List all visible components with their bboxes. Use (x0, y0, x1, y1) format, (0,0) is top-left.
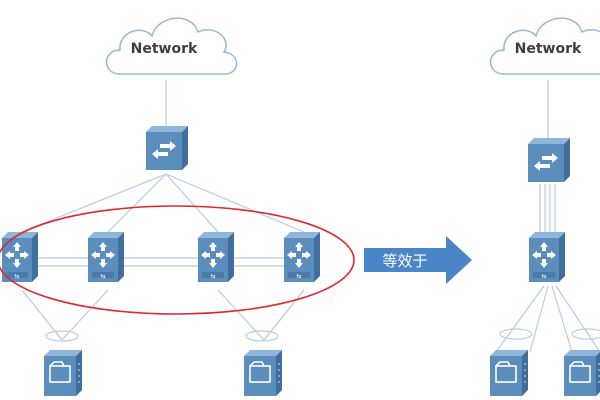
link-bundle-ellipse (245, 330, 279, 342)
switch-icon (146, 126, 188, 170)
router-icon (2, 232, 38, 282)
server-icon (243, 349, 283, 397)
router-icon (529, 232, 565, 282)
equivalent-arrow: 等效于 (364, 236, 472, 284)
left-links (21, 80, 305, 341)
right-links (495, 80, 600, 353)
left-diagram: Network (0, 17, 355, 397)
left-cloud-label: Network (131, 41, 198, 57)
stack-highlight-ellipse (0, 205, 355, 315)
router-icon (198, 232, 234, 282)
right-cloud-label: Network (515, 41, 582, 57)
right-diagram: Network (489, 17, 600, 397)
server-icon (489, 349, 529, 397)
link-bundle-ellipse (45, 330, 79, 342)
router-icon (88, 232, 124, 282)
server-icon (563, 349, 600, 397)
link-bundle-ellipse (499, 328, 533, 340)
equivalent-arrow-label: 等效于 (382, 252, 427, 270)
switch-icon (528, 138, 570, 182)
router-icon (284, 232, 320, 282)
server-icon (43, 349, 83, 397)
link-bundle-ellipse (571, 328, 600, 340)
